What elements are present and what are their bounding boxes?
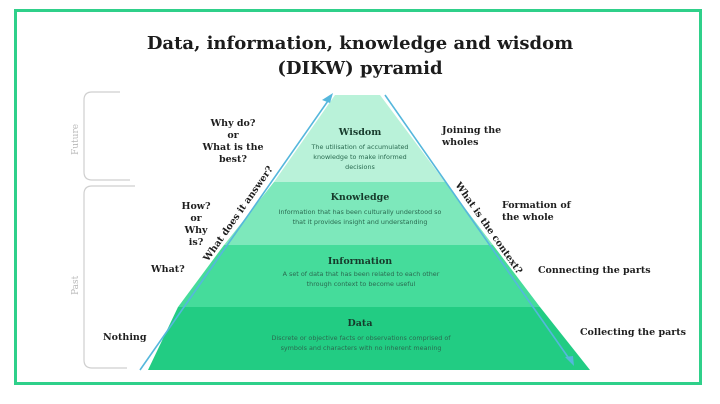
tier-information-title: Information — [327, 256, 393, 267]
tier-knowledge-title: Knowledge — [330, 192, 390, 203]
context-knowledge: Formation of the whole — [502, 200, 571, 223]
diagram-title-line2: (DIKW) pyramid — [277, 58, 443, 79]
tier-data-shape — [148, 307, 590, 370]
answer-information: What? — [151, 264, 185, 275]
tier-wisdom-title: Wisdom — [338, 127, 382, 138]
answer-data: Nothing — [103, 332, 147, 343]
left-arrow-line — [139, 97, 331, 371]
diagram-title-line1: Data, information, knowledge and wisdom — [146, 33, 574, 54]
answer-wisdom: Why do? or What is the best? — [202, 118, 264, 165]
context-information: Connecting the parts — [538, 265, 651, 276]
past-label: Past — [71, 275, 81, 295]
past-bracket — [83, 185, 135, 369]
future-bracket — [83, 91, 130, 181]
future-label: Future — [71, 123, 81, 155]
tier-information-description: A set of data that has been related to e… — [282, 270, 440, 288]
context-wisdom: Joining the wholes — [442, 125, 502, 148]
context-data: Collecting the parts — [580, 327, 686, 338]
answer-knowledge: How? or Why is? — [181, 201, 211, 248]
right-arrow-head — [565, 356, 574, 366]
tier-knowledge-shape — [224, 182, 493, 245]
tier-knowledge-description: Information that has been culturally und… — [278, 208, 442, 226]
tier-data-title: Data — [347, 318, 373, 329]
left-arrow-head — [322, 93, 333, 103]
tier-information-shape — [178, 245, 540, 307]
tier-wisdom-shape — [274, 95, 445, 182]
tier-wisdom-description: The utilisation of accumulated knowledge… — [311, 143, 409, 171]
tier-data-description: Discrete or objective facts or observati… — [271, 334, 451, 352]
right-arrow-line — [384, 94, 571, 361]
